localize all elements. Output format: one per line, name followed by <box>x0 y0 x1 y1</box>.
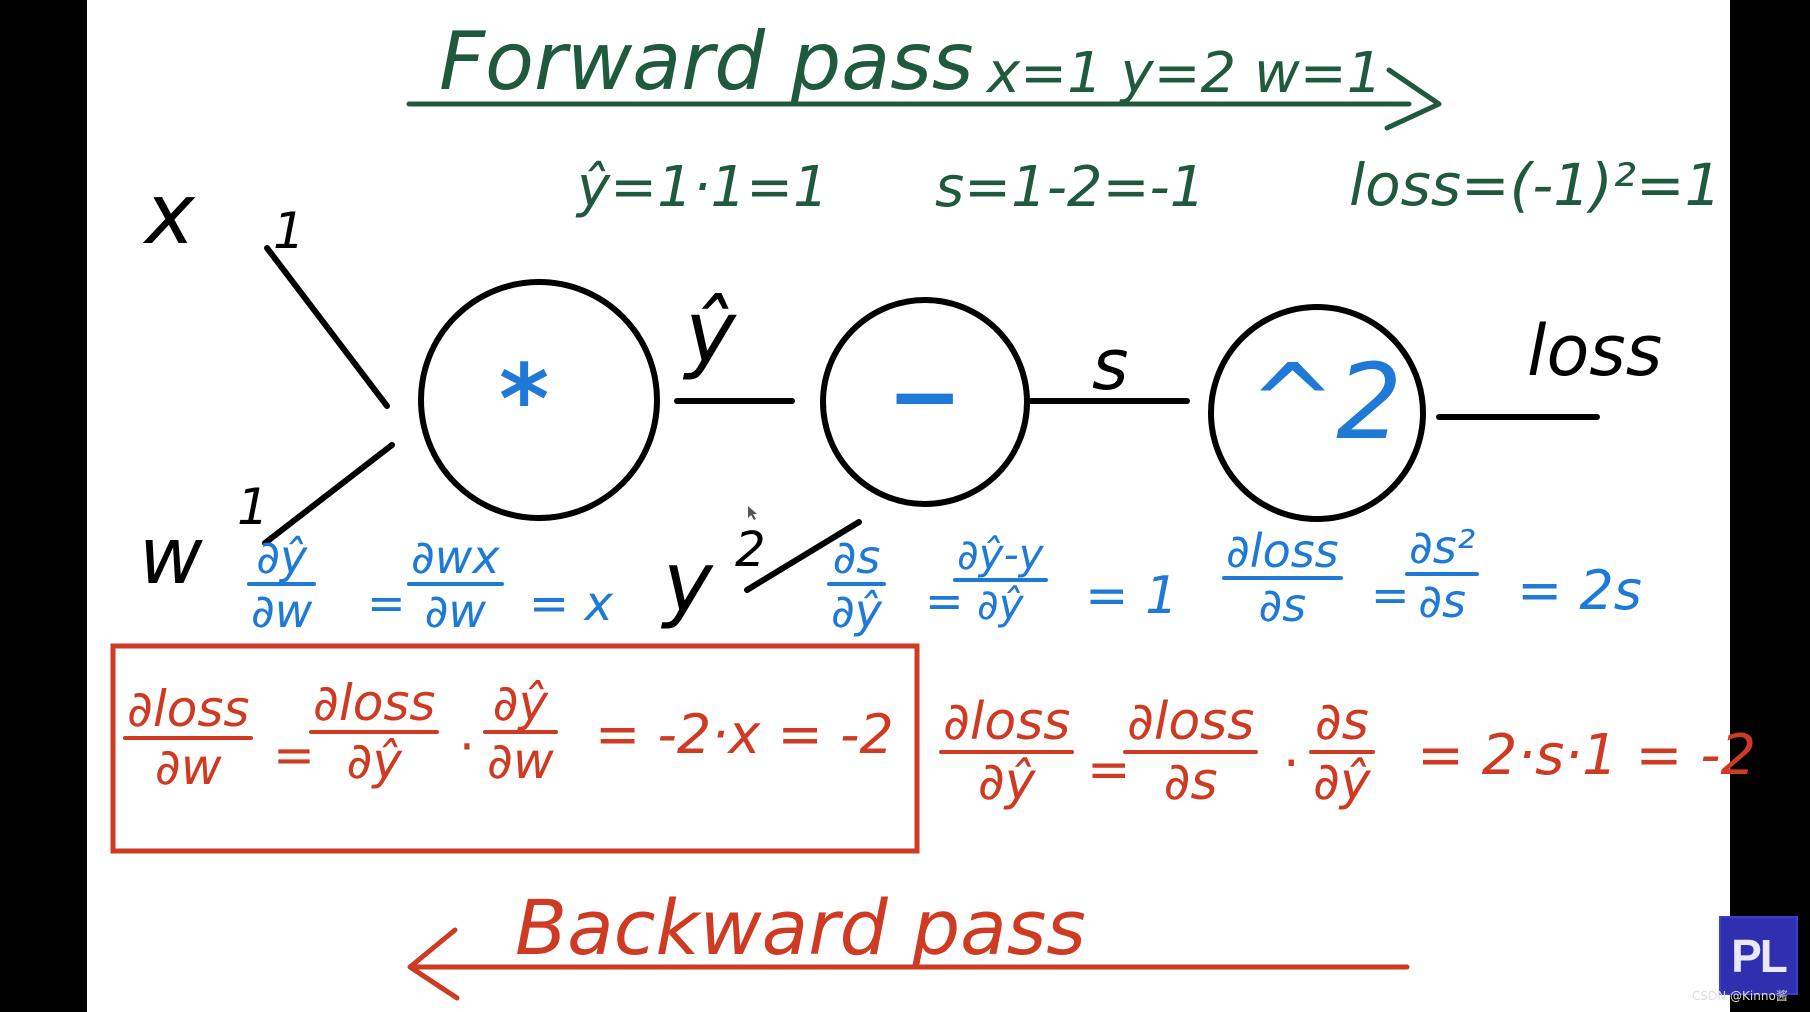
grad1-mid-den: ∂w <box>424 584 487 638</box>
y-value: 2 <box>735 522 766 578</box>
x-input-edge <box>264 245 390 409</box>
grad2-lhs: ∂s ∂ŷ <box>827 530 887 638</box>
grad1-lhs-den: ∂w <box>251 584 313 638</box>
eq-yhat: ŷ=1·1=1 <box>577 155 829 220</box>
back2-b: ∂s ∂ŷ <box>1309 696 1375 808</box>
forward-arrow-head <box>1384 67 1442 131</box>
back1-a-num: ∂loss <box>313 674 436 732</box>
edge-yhat-label: ŷ <box>685 283 736 383</box>
grad1-lhs-num: ∂ŷ <box>256 530 308 584</box>
back1-lhs-den: ∂w <box>154 738 222 796</box>
back2-lhs: ∂loss ∂ŷ <box>939 692 1075 812</box>
grad2-mid: ∂ŷ-y ∂ŷ <box>953 534 1048 626</box>
edge-loss-label: loss <box>1527 310 1663 392</box>
back1-lhs-num: ∂loss <box>127 680 250 738</box>
square-node-circle <box>1208 304 1426 522</box>
grad1-rhs: = x <box>529 576 613 632</box>
back1-rhs: = -2·x = -2 <box>595 703 894 766</box>
multiply-node-circle <box>418 279 660 521</box>
back2-b-num: ∂s <box>1314 692 1369 752</box>
forward-pass-values: x=1 y=2 w=1 <box>987 41 1383 106</box>
grad2-lhs-num: ∂s <box>832 530 881 584</box>
highlight-box <box>110 643 920 854</box>
whiteboard: Forward pass x=1 y=2 w=1 ŷ=1·1=1 s=1-2=-… <box>87 0 1756 1012</box>
back2-b-den: ∂ŷ <box>1313 752 1371 812</box>
grad2-lhs-den: ∂ŷ <box>831 584 883 638</box>
back2-lhs-num: ∂loss <box>943 692 1071 752</box>
back2-a: ∂loss ∂s <box>1123 692 1259 812</box>
w-label: w <box>139 512 203 602</box>
csdn-watermark: CSDN @Kinno酱 <box>1692 989 1788 1003</box>
multiply-operator: * <box>499 344 550 456</box>
grad3-mid: ∂s² ∂s <box>1405 520 1480 628</box>
edge-s-label: s <box>1092 324 1129 406</box>
y-input-edge <box>744 519 862 593</box>
y-label: y <box>663 533 713 631</box>
back1-b-den: ∂w <box>487 732 554 790</box>
graph-strokes <box>110 67 1600 1001</box>
grad3-rhs: = 2s <box>1517 559 1642 622</box>
square-operator: ^2 <box>1249 341 1403 463</box>
back1-b-num: ∂ŷ <box>492 674 549 732</box>
grad2-mid-den: ∂ŷ <box>977 580 1024 629</box>
back1-b: ∂ŷ ∂w <box>483 678 558 786</box>
backward-arrow-head <box>407 927 460 1001</box>
grad1-mid-num: ∂wx <box>411 530 500 584</box>
back1-a-den: ∂ŷ <box>346 732 402 790</box>
grad2-mid-num: ∂ŷ-y <box>957 530 1044 579</box>
x-value: 1 <box>273 202 305 260</box>
backward-pass-title: Backward pass <box>515 883 1086 972</box>
back2-a-den: ∂s <box>1163 752 1218 812</box>
w-value: 1 <box>237 478 269 536</box>
back2-rhs: = 2·s·1 = -2 <box>1417 723 1757 788</box>
back1-lhs: ∂loss ∂w <box>123 680 254 796</box>
pl-logo: PL <box>1719 916 1798 995</box>
minus-node-circle <box>820 297 1030 507</box>
forward-pass-title: Forward pass <box>439 15 974 108</box>
grad1-lhs: ∂ŷ ∂w <box>247 530 317 638</box>
grad3-lhs: ∂loss ∂s <box>1222 528 1343 628</box>
eq-s: s=1-2=-1 <box>935 155 1206 220</box>
minus-operator: − <box>887 344 963 449</box>
eq-loss: loss=(-1)²=1 <box>1349 151 1722 219</box>
back1-a: ∂loss ∂ŷ <box>309 674 440 790</box>
mouse-cursor-icon <box>748 506 757 520</box>
grad3-mid-den: ∂s <box>1418 574 1466 628</box>
grad1-mid: ∂wx ∂w <box>407 534 504 634</box>
grad3-lhs-den: ∂s <box>1258 578 1307 632</box>
back2-lhs-den: ∂ŷ <box>977 752 1036 812</box>
grad2-rhs: = 1 <box>1085 566 1179 626</box>
back2-a-num: ∂loss <box>1127 692 1255 752</box>
grad3-mid-num: ∂s² <box>1409 520 1476 574</box>
w-input-edge <box>262 442 395 546</box>
x-label: x <box>145 165 195 263</box>
grad3-lhs-num: ∂loss <box>1226 524 1339 578</box>
